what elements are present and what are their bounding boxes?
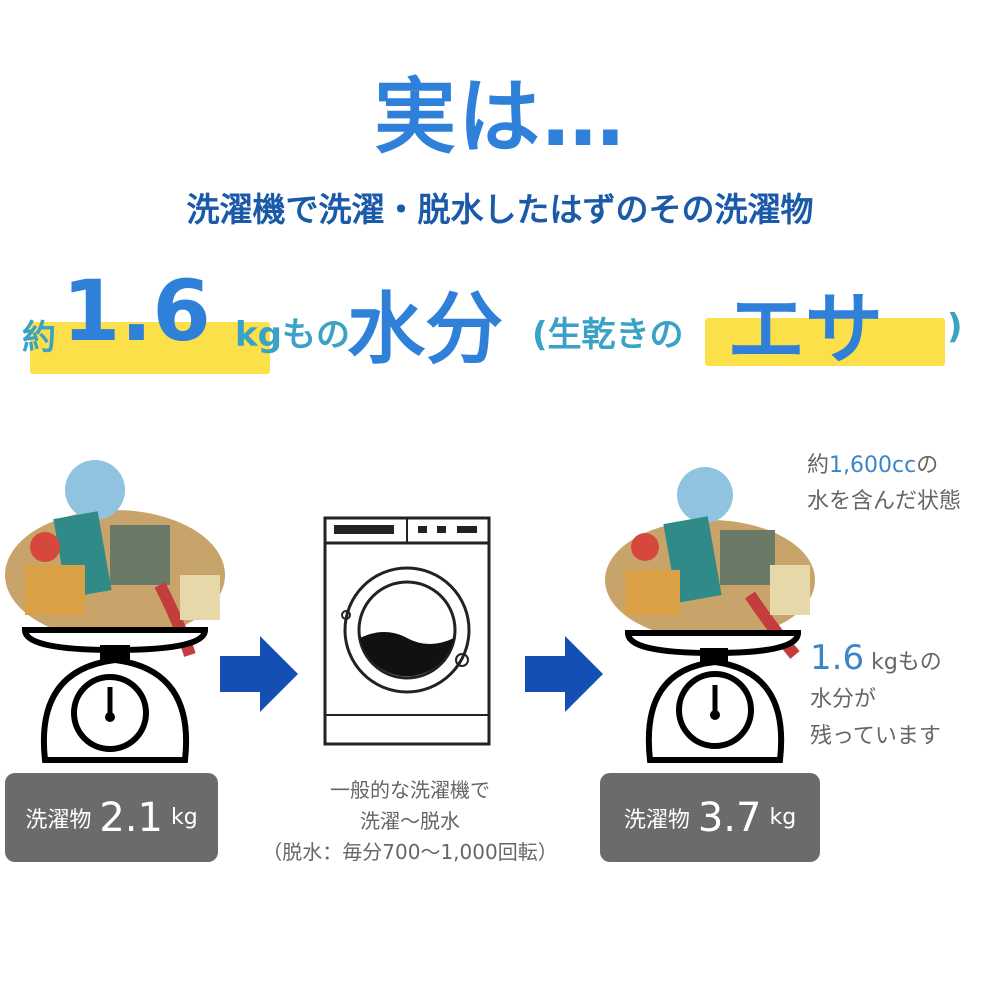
- before-weight-box: 洗濯物 2.1 kg: [5, 773, 218, 862]
- before-unit: kg: [170, 805, 198, 830]
- note-top-prefix: 約: [807, 453, 830, 478]
- laundry-on-scale-before: [5, 460, 225, 763]
- headline-food: エサ: [727, 285, 884, 375]
- arrow-right-icon: [220, 636, 298, 712]
- laundry-pile-illustration: [5, 460, 225, 657]
- headline: 約 1.6 kgもの 水分 (生乾きの エサ ): [22, 262, 982, 375]
- note-top-line2: 水を含んだ状態: [807, 489, 962, 514]
- washing-machine-icon: [323, 516, 491, 746]
- note-water-volume: 約1,600ccの 水を含んだ状態: [807, 448, 961, 520]
- note-bottom-line3: 残っています: [810, 724, 941, 749]
- washer-caption: 一般的な洗濯機で 洗濯～脱水 （脱水：毎分700～1,000回転）: [220, 775, 600, 868]
- washer-caption-line1: 一般的な洗濯機で: [330, 778, 490, 802]
- headline-amount: 1.6: [62, 262, 211, 360]
- page-title: 実は…: [373, 70, 626, 165]
- headline-paren-open: (生乾きの: [532, 315, 684, 355]
- laundry-pile-illustration: [605, 467, 815, 659]
- note-bottom-unit: kgもの: [871, 650, 942, 675]
- scale-icon: [624, 630, 802, 763]
- headline-unit: kgもの: [235, 315, 350, 355]
- scale-icon: [21, 627, 209, 763]
- before-label: 洗濯物: [25, 807, 92, 833]
- note-top-suffix: の: [916, 453, 939, 478]
- arrow-right-icon: [525, 636, 603, 712]
- after-weight-box: 洗濯物 3.7 kg: [600, 773, 820, 862]
- after-unit: kg: [769, 805, 797, 830]
- washer-caption-line3: （脱水：毎分700～1,000回転）: [262, 840, 558, 864]
- note-bottom-value: 1.6: [810, 638, 865, 678]
- highlight-amount: [30, 322, 270, 374]
- before-value: 2.1: [99, 794, 163, 841]
- headline-paren-close: ): [947, 307, 963, 347]
- after-label: 洗濯物: [623, 807, 690, 833]
- washer-caption-line2: 洗濯～脱水: [360, 809, 460, 833]
- laundry-on-scale-after: [605, 467, 815, 763]
- headline-water: 水分: [347, 285, 504, 375]
- note-top-value: 1,600cc: [829, 453, 917, 478]
- headline-prefix: 約: [22, 318, 56, 358]
- after-value: 3.7: [697, 794, 762, 841]
- note-remaining-water: 1.6 kgもの 水分が 残っています: [810, 640, 942, 755]
- note-bottom-line2: 水分が: [810, 687, 877, 712]
- subtitle: 洗濯機で洗濯・脱水したはずのその洗濯物: [186, 190, 814, 229]
- highlight-food: [705, 318, 945, 366]
